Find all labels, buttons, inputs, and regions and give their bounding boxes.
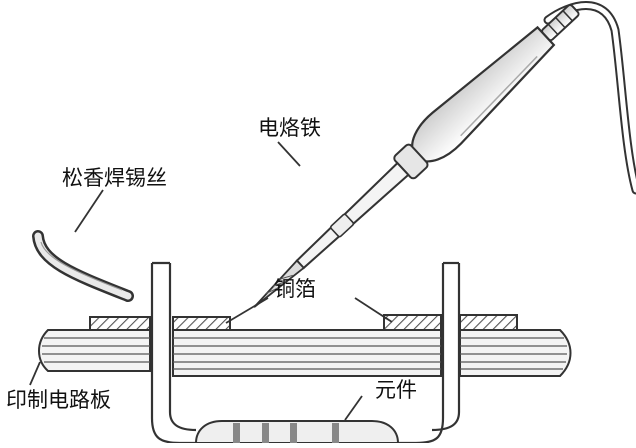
soldering-iron-cable (543, 1, 636, 195)
leader-pcb (29, 361, 41, 386)
leader-solder-wire (74, 189, 104, 233)
label-pcb: 印制电路板 (6, 388, 111, 412)
label-component: 元件 (375, 378, 417, 402)
leader-copper-foil-left (225, 297, 269, 324)
label-copper-foil: 铜箔 (274, 277, 316, 301)
leader-lines (29, 141, 393, 421)
resistor-component (194, 420, 400, 444)
leader-component (344, 395, 363, 421)
label-rosin-solder-wire: 松香焊锡丝 (62, 166, 167, 190)
leader-copper-foil-right (354, 297, 393, 323)
pcb-board (38, 329, 572, 377)
soldering-iron (253, 4, 580, 308)
copper-foil-pads (89, 314, 518, 331)
leader-soldering-iron (277, 141, 301, 167)
label-soldering-iron: 电烙铁 (258, 116, 321, 140)
rosin-solder-wire (32, 230, 134, 302)
